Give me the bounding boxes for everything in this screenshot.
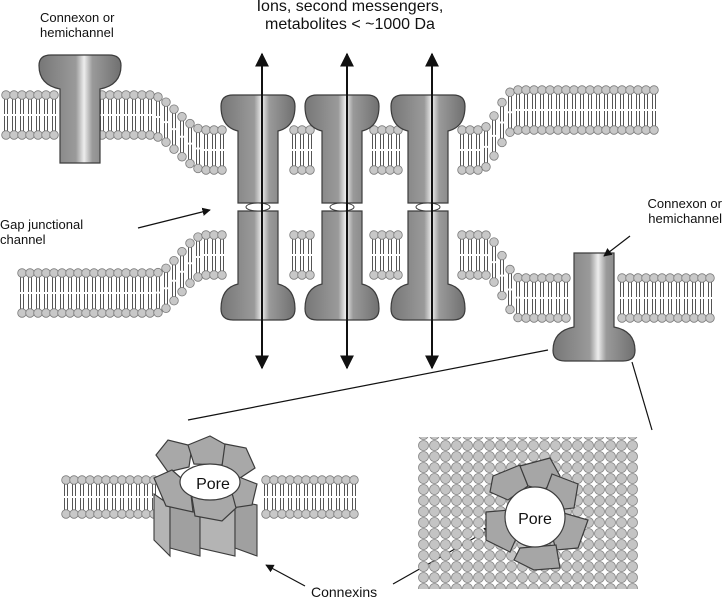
gap-junction-line-2: channel [0,231,46,247]
hemichannel-right-line-1: Connexon or [647,196,722,211]
connexon-upper [304,94,380,204]
connexin-subunit [234,499,258,557]
connexon-lower [304,210,380,321]
connexon-top-view-ring [485,457,589,571]
hemichannel-top-line-2: hemichannel [40,24,114,40]
gap-junction-channel [390,94,466,321]
connexin-subunit [187,435,229,466]
junction-gap [245,202,271,212]
connexins-pointer-left [265,564,306,587]
transport-arrows [255,52,439,370]
pore-opening [504,486,566,548]
connexon-top-ring [153,435,258,522]
hemichannel-label-right: Connexon or hemichannel [618,196,722,227]
zoom-line-right [631,361,653,431]
connexins-label: Connexins [311,584,378,600]
connexon-lower [220,210,296,321]
hemichannel-label-top: Connexon or hemichannel [40,10,115,41]
gap-junction-channel [220,94,296,321]
hemichannel-top-line-1: Connexon or [40,10,115,25]
connexon-lower [390,210,466,321]
pore-label-right: Pore [518,511,552,528]
upper-membrane [1,85,659,175]
connexin-subunit [513,544,561,571]
hemichannel-right-pointer [603,235,631,257]
hemichannel-right [552,252,636,362]
transport-title: Ions, second messengers, metabolites < ~… [225,0,475,35]
lipid-bilayers [1,85,715,323]
connexin-subunit [155,439,193,473]
hemichannel-top-left [38,54,122,164]
title-line-1: Ions, second messengers, [256,0,444,15]
pore-opening [179,463,241,501]
gap-junction-channel [304,94,380,321]
pore-label-left: Pore [196,476,230,493]
hemichannel-right-line-2: hemichannel [648,210,722,226]
gap-junction-line-1: Gap junctional [0,217,84,232]
junction-gap [329,202,355,212]
zoom-line-left [187,349,549,421]
connexon-top-view [418,437,638,589]
connexon-cylinder [153,492,258,558]
connexon-upper [220,94,296,204]
connexon-side-view [61,435,359,558]
junction-gap [415,202,441,212]
gap-junction-label: Gap junctional channel [0,217,84,248]
lower-membrane [17,230,715,323]
title-line-2: metabolites < ~1000 Da [265,16,435,34]
gap-junction-pointer [137,207,211,229]
connexon-upper [390,94,466,204]
